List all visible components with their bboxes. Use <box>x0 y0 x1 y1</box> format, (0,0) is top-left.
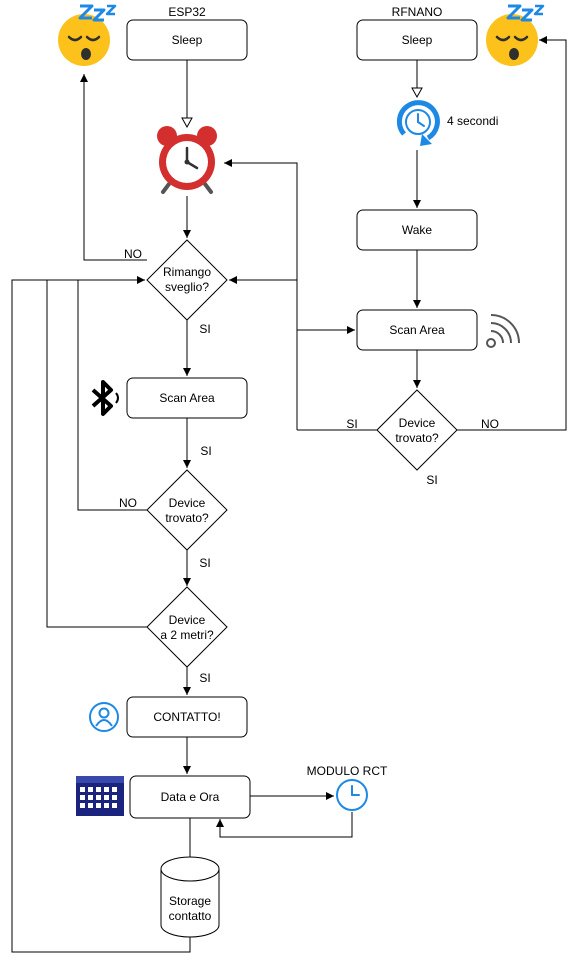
decision-rimango-line2: sveglio? <box>165 280 209 294</box>
title-rfnano: RFNANO <box>392 5 443 19</box>
node-storage-line2: contatto <box>169 909 212 923</box>
node-data-e-ora[interactable]: Data e Ora <box>129 775 251 819</box>
decision-2m-line2: a 2 metri? <box>160 628 214 642</box>
edge-rftrovato-no-to-sleep <box>457 36 567 431</box>
node-contatto[interactable]: CONTATTO! <box>126 696 248 738</box>
node-rf-sleep-label: Sleep <box>402 33 433 47</box>
edge-rf-to-alarm <box>224 159 298 430</box>
edge-label-si-rimango: SI <box>199 322 210 336</box>
edge-label-si-trovato: SI <box>199 556 210 570</box>
node-data-e-ora-label: Data e Ora <box>161 790 220 804</box>
decision-trovato-esp-line2: trovato? <box>165 511 209 525</box>
node-scan-area-esp-label: Scan Area <box>159 391 215 405</box>
decision-trovato-rf-line1: Device <box>399 416 436 430</box>
edge-label-no-rimango: NO <box>124 247 142 261</box>
alarm-clock-icon <box>157 126 217 194</box>
edge-label-si-2m: SI <box>199 671 210 685</box>
decision-trovato-esp-line1: Device <box>169 496 206 510</box>
calendar-icon <box>76 776 124 816</box>
timer-label: 4 secondi <box>447 114 498 128</box>
decision-rimango-line1: Rimango <box>163 265 211 279</box>
node-wake[interactable]: Wake <box>356 209 478 251</box>
node-scan-area-esp[interactable]: Scan Area <box>126 377 248 419</box>
node-storage-line1: Storage <box>169 894 211 908</box>
timer-icon <box>396 100 440 146</box>
node-scan-area-rf[interactable]: Scan Area <box>356 309 478 351</box>
node-scan-area-rf-label: Scan Area <box>389 323 445 337</box>
node-contatto-label: CONTATTO! <box>153 710 220 724</box>
edge-storage-loop <box>11 276 191 953</box>
edge-label-no-rf-right: NO <box>481 417 499 431</box>
edge-label-si-rf-left: SI <box>346 417 357 431</box>
edge-label-si-scan: SI <box>200 444 211 458</box>
edge-label-si-rf-bottom: SI <box>426 473 437 487</box>
decision-device-trovato-esp[interactable]: Device trovato? <box>146 469 228 551</box>
decision-2m-line1: Device <box>169 613 206 627</box>
decision-rimango-sveglio[interactable]: Rimango sveglio? <box>146 239 228 321</box>
decision-device-2-metri[interactable]: Device a 2 metri? <box>146 586 228 668</box>
node-esp-sleep[interactable]: Sleep <box>126 19 248 61</box>
edge-label-no-trovato: NO <box>119 496 137 510</box>
node-storage-contatto[interactable]: Storage contatto <box>160 856 220 938</box>
node-rf-sleep[interactable]: Sleep <box>356 19 478 61</box>
bluetooth-icon <box>91 380 119 416</box>
connectors <box>11 36 567 953</box>
wireless-signal-icon <box>486 314 520 348</box>
sleeping-face-icon <box>58 4 117 66</box>
node-wake-label: Wake <box>402 223 433 237</box>
user-icon <box>89 702 119 732</box>
edge-trovato-no-loop <box>77 280 147 511</box>
title-esp32: ESP32 <box>168 5 206 19</box>
title-modulo-rct: MODULO RCT <box>307 764 388 778</box>
edge-rimango-no-to-sleep <box>80 74 147 261</box>
node-esp-sleep-label: Sleep <box>172 33 203 47</box>
decision-trovato-rf-line2: trovato? <box>395 431 439 445</box>
decision-device-trovato-rf[interactable]: Device trovato? <box>376 389 458 471</box>
sleeping-face-icon <box>486 4 545 66</box>
clock-icon <box>336 779 368 811</box>
edge-rct-to-dataora <box>216 812 353 838</box>
edge-2m-no-loop <box>46 280 147 628</box>
